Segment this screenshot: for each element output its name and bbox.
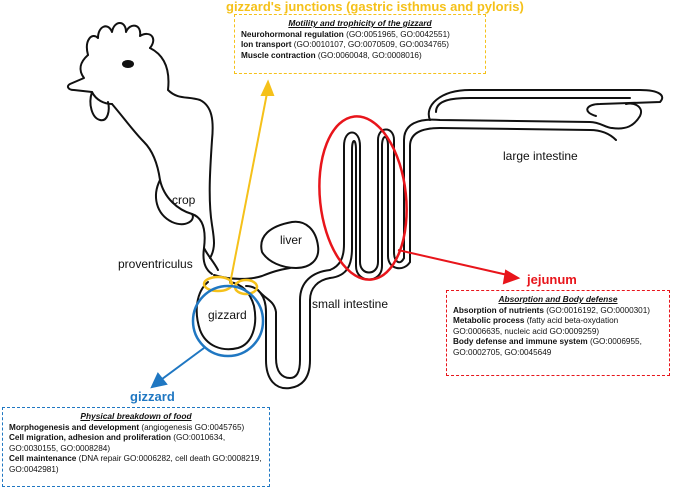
jejunum-line-term: Metabolic process [453,316,525,326]
label-gizzard: gizzard [208,308,247,322]
gizzard-line-term: Morphogenesis and development [9,422,140,432]
title-jejunum: jejunum [526,272,577,287]
junctions-line: Neurohormonal regulation (GO:0051965, GO… [241,30,479,41]
gizzard-line-detail: (DNA repair GO:0006282, cell death GO:00… [76,454,262,464]
jejunum-line: Metabolic process (fatty acid beta-oxyda… [453,316,663,327]
label-liver: liver [280,233,302,247]
chicken-eye [122,60,134,68]
jejunum-line: Body defense and immune system (GO:00069… [453,337,663,348]
junctions-line: Muscle contraction (GO:0060048, GO:00080… [241,51,479,62]
jejunum-box-lines: Absorption of nutrients (GO:0016192, GO:… [453,306,663,359]
junctions-line-term: Ion transport [241,40,292,50]
gizzard-line-term: Cell maintenance [9,454,77,464]
gizzard-line-detail: (angiogenesis GO:0045765) [139,422,245,432]
gizzard-line: Cell maintenance (DNA repair GO:0006282,… [9,454,263,465]
jejunum-line-detail: GO:0002705, GO:0045649 [453,347,552,357]
gizzard-box-lines: Morphogenesis and development (angiogene… [9,423,263,476]
junctions-box-lines: Neurohormonal regulation (GO:0051965, GO… [241,30,479,62]
jejunum-box-title: Absorption and Body defense [498,294,618,304]
jejunum-box: Absorption and Body defense Absorption o… [446,290,670,376]
gizzard-line-term: Cell migration, adhesion and proliferati… [9,433,171,443]
junctions-line-term: Neurohormonal regulation [241,29,344,39]
jejunum-line-detail: GO:0006635, nucleic acid GO:0009259) [453,326,600,336]
jejunum-line: GO:0006635, nucleic acid GO:0009259) [453,327,663,338]
gizzard-arrow [150,347,205,389]
jejunum-line-detail: (GO:0016192, GO:0000301) [543,305,651,315]
title-junctions: gizzard's junctions (gastric isthmus and… [226,0,524,14]
gizzard-line-detail: GO:0042981) [9,464,59,474]
jejunum-line-detail: (GO:0006955, [587,337,642,347]
jejunum-arrow [397,249,521,285]
label-proventriculus: proventriculus [118,257,193,271]
gizzard-line-detail: GO:0030155, GO:0008284) [9,443,111,453]
junction-arrow [229,79,275,285]
gizzard-box: Physical breakdown of food Morphogenesis… [2,407,270,487]
label-crop: crop [172,193,196,207]
jejunum-line: GO:0002705, GO:0045649 [453,348,663,359]
jejunum-line-detail: (fatty acid beta-oxydation [524,316,619,326]
junctions-line-detail: (GO:0010107, GO:0070509, GO:0034765) [291,40,449,50]
junctions-line-detail: (GO:0060048, GO:0008016) [315,50,422,60]
junctions-box-title: Motility and trophicity of the gizzard [288,18,432,28]
jejunum-line-term: Body defense and immune system [453,337,588,347]
label-large-intestine: large intestine [503,149,578,163]
gizzard-line-detail: (GO:0010634, [170,433,226,443]
title-gizzard: gizzard [130,389,175,404]
jejunum-line-term: Absorption of nutrients [453,305,544,315]
jejunum-line: Absorption of nutrients (GO:0016192, GO:… [453,306,663,317]
gizzard-line: Morphogenesis and development (angiogene… [9,423,263,434]
gizzard-line: GO:0030155, GO:0008284) [9,444,263,455]
junctions-line-term: Muscle contraction [241,50,316,60]
jejunum-ring [318,115,408,281]
label-small-intestine: small intestine [312,297,388,311]
gizzard-line: Cell migration, adhesion and proliferati… [9,433,263,444]
junctions-line-detail: (GO:0051965, GO:0042551) [343,29,450,39]
gizzard-line: GO:0042981) [9,465,263,476]
gastric-isthmus-ring [202,275,234,293]
junctions-line: Ion transport (GO:0010107, GO:0070509, G… [241,40,479,51]
junctions-box: Motility and trophicity of the gizzard N… [234,14,486,74]
gizzard-ring [191,284,265,358]
gizzard-box-title: Physical breakdown of food [80,411,192,421]
